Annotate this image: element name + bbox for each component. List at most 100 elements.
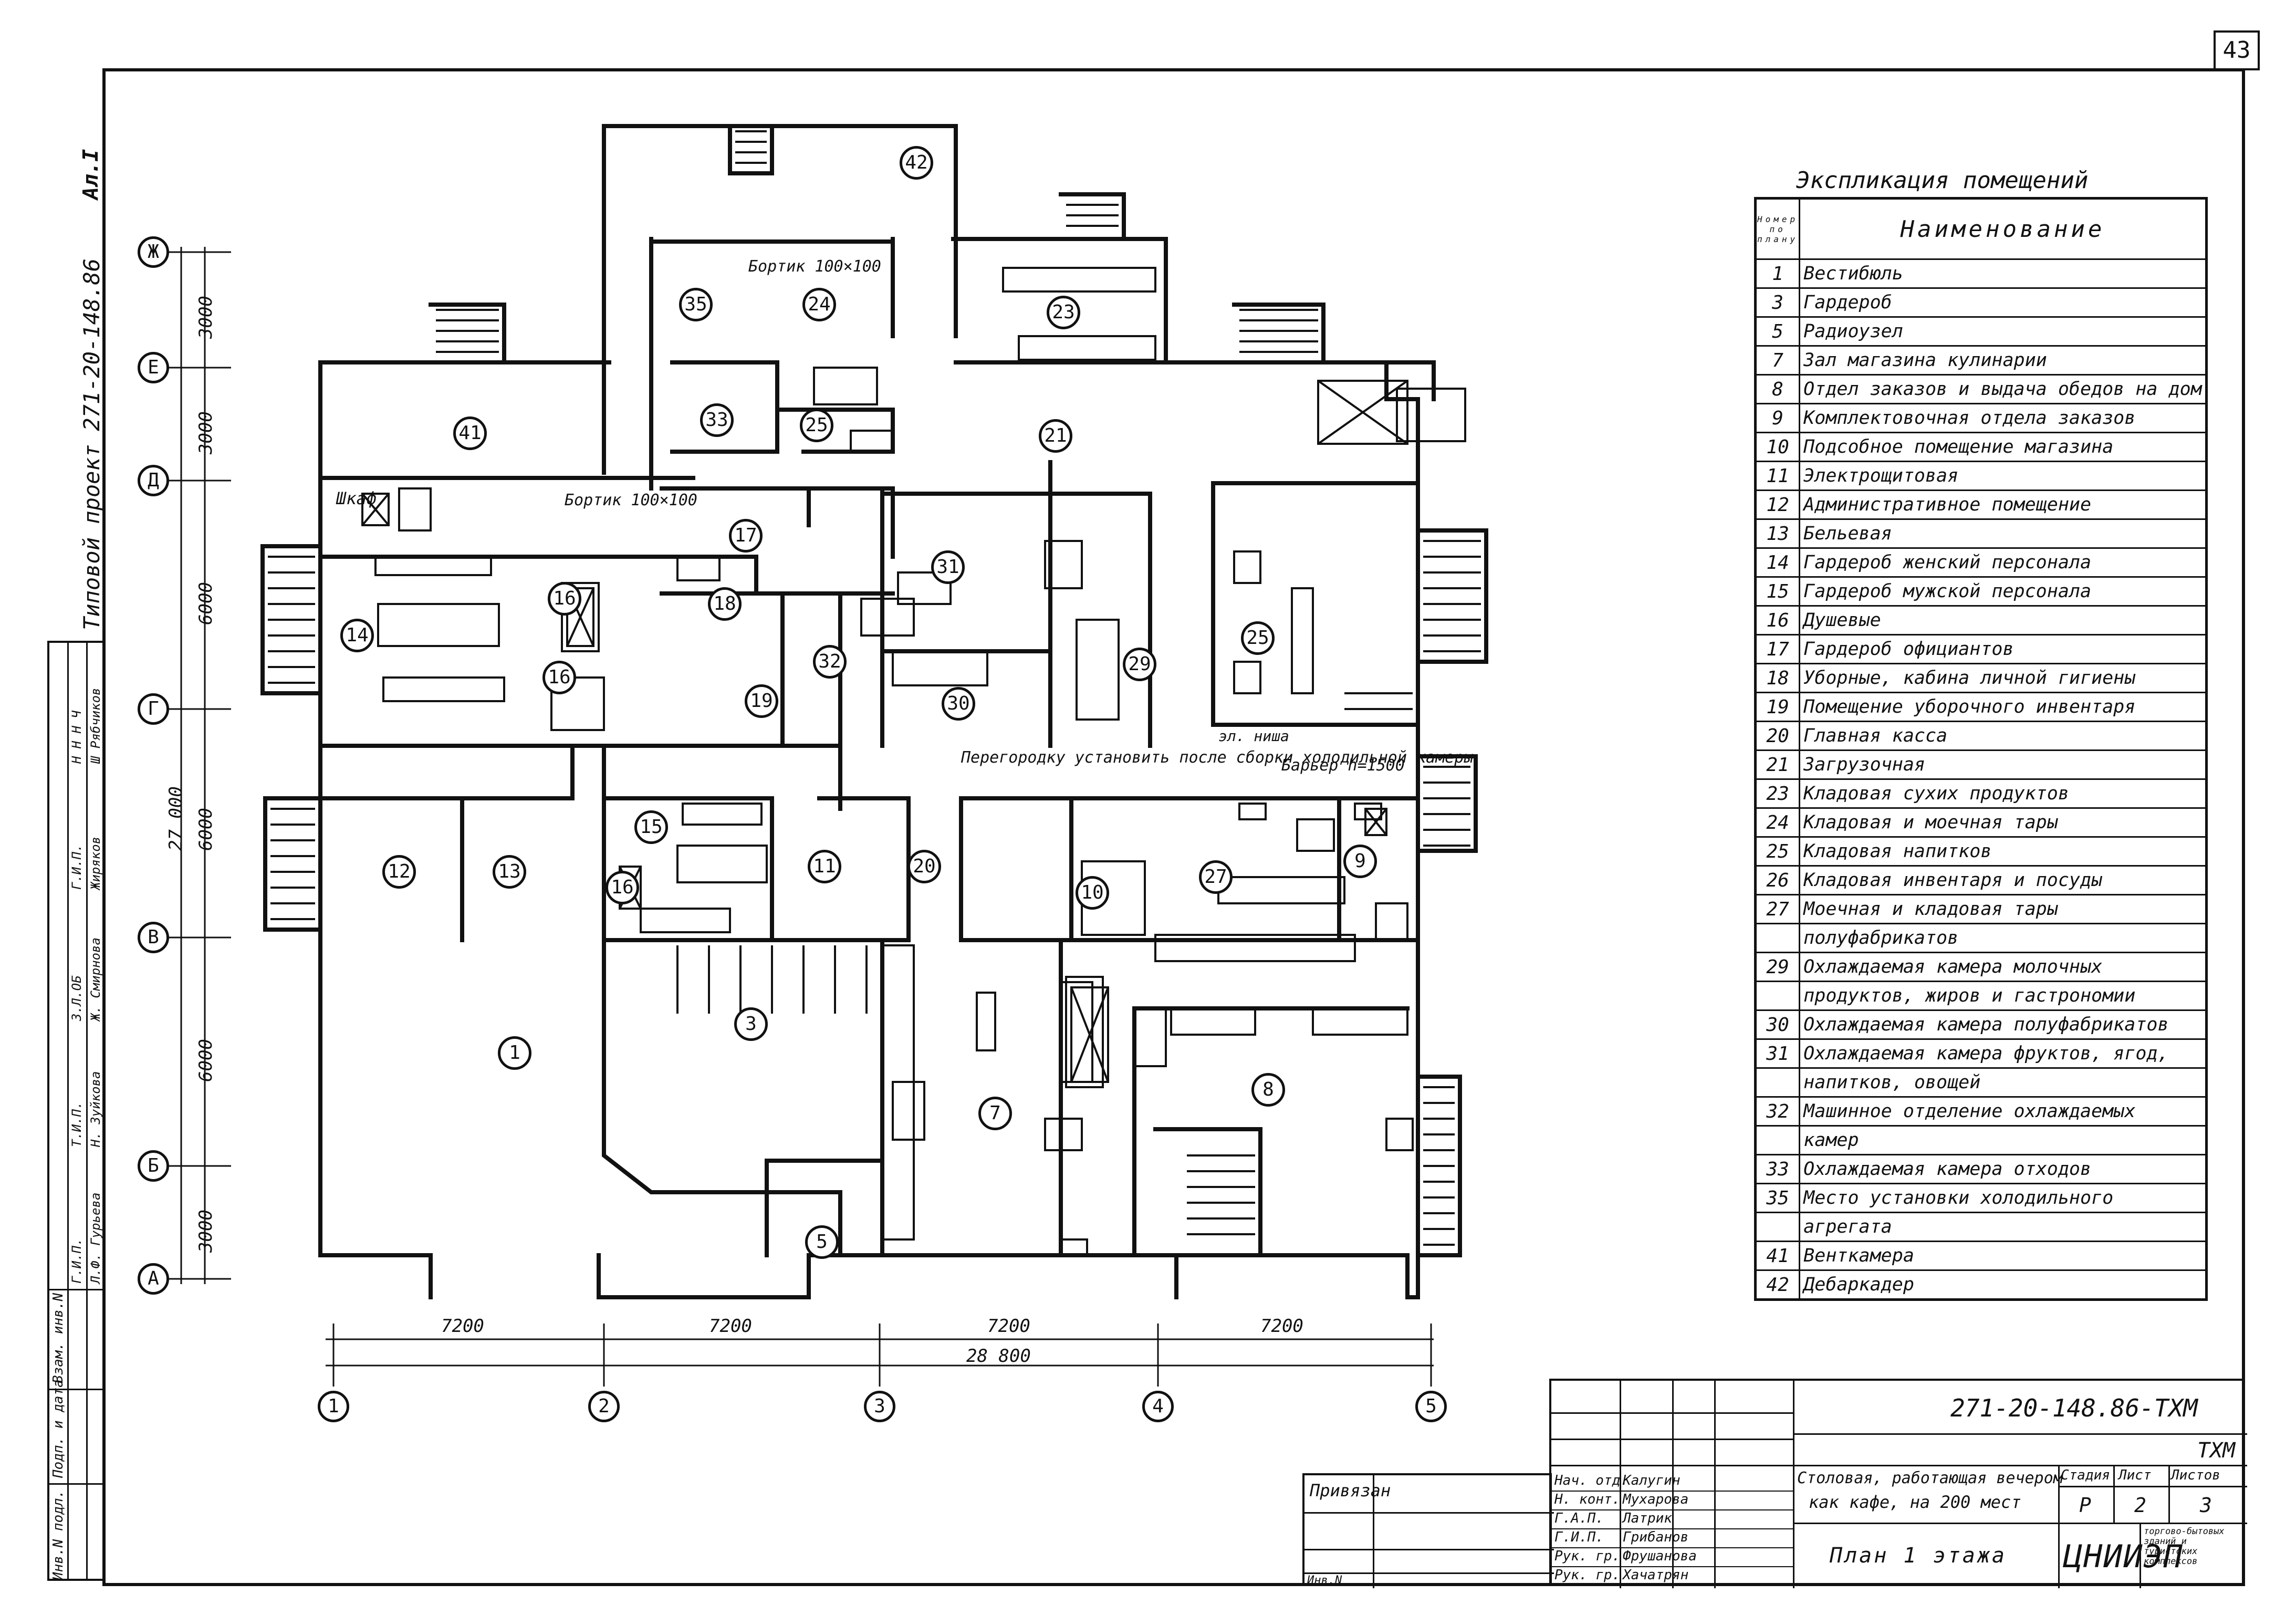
room-number: 15 — [634, 810, 668, 844]
explication-num: 9 — [1754, 403, 1801, 433]
explication-name: Моечная и кладовая тары — [1799, 894, 2207, 924]
explication-name: продуктов, жиров и гастрономии — [1799, 981, 2207, 1011]
row-axis-bubble: Е — [138, 352, 169, 383]
explication-num: 29 — [1754, 952, 1801, 982]
explication-name: Машинное отделение охлаждаемых — [1799, 1096, 2207, 1127]
explication-name: полуфабрикатов — [1799, 923, 2207, 953]
explication-num: 12 — [1754, 489, 1801, 520]
explication-num — [1754, 1212, 1801, 1242]
explication-name: Комплектовочная отдела заказов — [1799, 403, 2207, 433]
explication-num: 35 — [1754, 1183, 1801, 1213]
explication-name: Охлаждаемая камера молочных — [1799, 952, 2207, 982]
explication-num: 8 — [1754, 374, 1801, 404]
explication-num: 20 — [1754, 721, 1801, 751]
row-axis-bubble: А — [138, 1263, 169, 1295]
explication-name: Бельевая — [1799, 518, 2207, 549]
role-name: Калугин — [1623, 1473, 1681, 1488]
privyazan-label: Привязан — [1310, 1481, 1391, 1501]
explication-num: 26 — [1754, 865, 1801, 895]
room-number: 8 — [1251, 1073, 1285, 1107]
explication-num: 41 — [1754, 1241, 1801, 1271]
dim-vert-2: 3000 — [195, 411, 216, 454]
column-axis-bubble: 3 — [864, 1391, 895, 1422]
column-axis-bubble: 1 — [318, 1391, 349, 1422]
explication-name: Главная касса — [1799, 721, 2207, 751]
explication-num: 25 — [1754, 836, 1801, 867]
role-divider — [1551, 1509, 1793, 1510]
explication-row: камер — [1754, 1125, 2207, 1155]
stage-header: Стадия — [2061, 1467, 2110, 1483]
role-divider — [1551, 1585, 1793, 1586]
explication-name: Загрузочная — [1799, 749, 2207, 780]
explication-num: 23 — [1754, 778, 1801, 809]
room-number: 16 — [542, 661, 576, 694]
explication-name: Охлаждаемая камера фруктов, ягод, — [1799, 1038, 2207, 1069]
dim-horiz-2: 7200 — [709, 1316, 752, 1337]
explication-row: полуфабрикатов — [1754, 923, 2207, 953]
room-number: 13 — [493, 855, 526, 889]
role-title: Рук. гр. — [1554, 1548, 1621, 1564]
explication-name: Электрощитовая — [1799, 461, 2207, 491]
sheet-value: 2 — [2134, 1494, 2146, 1517]
explication-name: Гардероб женский персонала — [1799, 547, 2207, 578]
org-sub: торгово-бытовых зданий и туристских комп… — [2144, 1526, 2225, 1567]
explication-name: Зал магазина кулинарии — [1799, 345, 2207, 376]
role-title: Г.И.П. — [1554, 1529, 1604, 1545]
explication-num: 1 — [1754, 258, 1801, 289]
explication-name: Дебаркадер — [1799, 1269, 2207, 1300]
org-name: ЦНИИЭП — [2063, 1538, 2184, 1575]
room-number: 33 — [700, 403, 734, 437]
explication-name: Охлаждаемая камера отходов — [1799, 1154, 2207, 1184]
note-el-nisha: эл. ниша — [1218, 727, 1289, 745]
room-number: 24 — [802, 288, 836, 321]
dim-vert-total: 27 000 — [165, 786, 186, 851]
explication-num — [1754, 1125, 1801, 1155]
explication-num — [1754, 1067, 1801, 1098]
explication-num: 13 — [1754, 518, 1801, 549]
dim-horiz-3: 7200 — [987, 1316, 1030, 1337]
explication-num: 10 — [1754, 432, 1801, 462]
explication-num — [1754, 923, 1801, 953]
room-number: 29 — [1123, 648, 1156, 681]
explication-name: агрегата — [1799, 1212, 2207, 1242]
role-title: Г.А.П. — [1554, 1510, 1604, 1526]
explication-name: Кладовая напитков — [1799, 836, 2207, 867]
explication-num: 17 — [1754, 634, 1801, 664]
note-barrier: Барьер h=1500 — [1281, 756, 1405, 775]
room-number: 32 — [813, 645, 847, 679]
note-bortik-1: Бортик 100×100 — [748, 257, 881, 276]
role-name: Грибанов — [1623, 1529, 1689, 1545]
dim-horiz-1: 7200 — [441, 1316, 484, 1337]
explication-num: 5 — [1754, 316, 1801, 347]
room-number: 12 — [382, 855, 416, 889]
explication-name: Охлаждаемая камера полуфабрикатов — [1799, 1009, 2207, 1040]
role-title: Рук. гр. — [1554, 1567, 1621, 1583]
role-name: Мухарова — [1623, 1492, 1689, 1507]
dim-horiz-4: 7200 — [1260, 1316, 1303, 1337]
row-axis-bubble: Д — [138, 465, 169, 496]
explication-name: Гардероб мужской персонала — [1799, 576, 2207, 607]
inv-label: Инв.N — [1307, 1574, 1342, 1587]
explication-name: Радиоузел — [1799, 316, 2207, 347]
role-divider — [1551, 1528, 1793, 1529]
explication-num: 31 — [1754, 1038, 1801, 1069]
explication-name: Подсобное помещение магазина — [1799, 432, 2207, 462]
room-number: 14 — [340, 619, 374, 652]
room-number: 5 — [805, 1225, 839, 1259]
explication-num: 18 — [1754, 663, 1801, 693]
sheets-header: Листов — [2171, 1467, 2220, 1483]
